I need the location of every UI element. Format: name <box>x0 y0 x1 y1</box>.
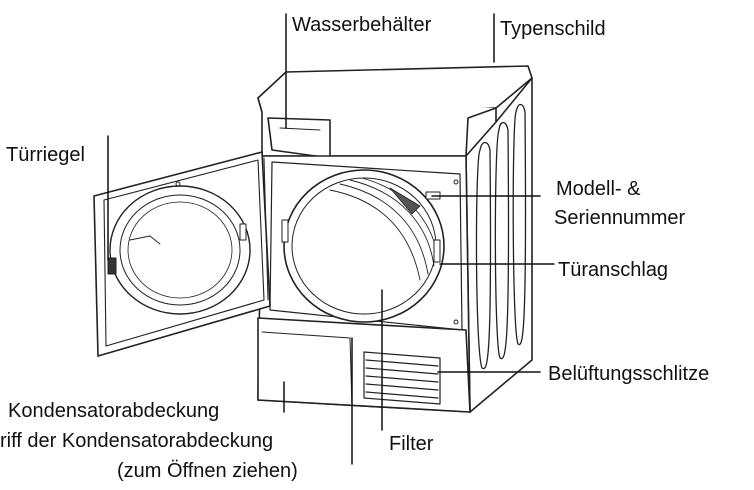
door-glass <box>109 185 251 315</box>
door-stop-hinge <box>433 239 441 263</box>
label-kondensator: Kondensatorabdeckung <box>8 400 220 422</box>
label-modell-line1: Modell- & <box>556 178 641 200</box>
ventilation-slots <box>363 351 441 405</box>
label-griff-line2: (zum Öffnen ziehen) <box>117 460 298 482</box>
label-wasserbehaelter: Wasserbehälter <box>292 14 432 36</box>
label-modell-line2: Seriennummer <box>554 207 686 229</box>
label-tuerriegel: Türriegel <box>6 144 85 166</box>
leader-lines <box>107 13 555 465</box>
drum-opening <box>283 169 445 323</box>
door-latch <box>107 257 117 275</box>
label-filter: Filter <box>389 433 434 455</box>
label-belueftung: Belüftungsschlitze <box>548 363 710 385</box>
label-tueranschlag: Türanschlag <box>558 259 669 281</box>
label-typenschild: Typenschild <box>500 18 606 40</box>
label-griff-line1: riff der Kondensatorabdeckung <box>0 430 274 452</box>
